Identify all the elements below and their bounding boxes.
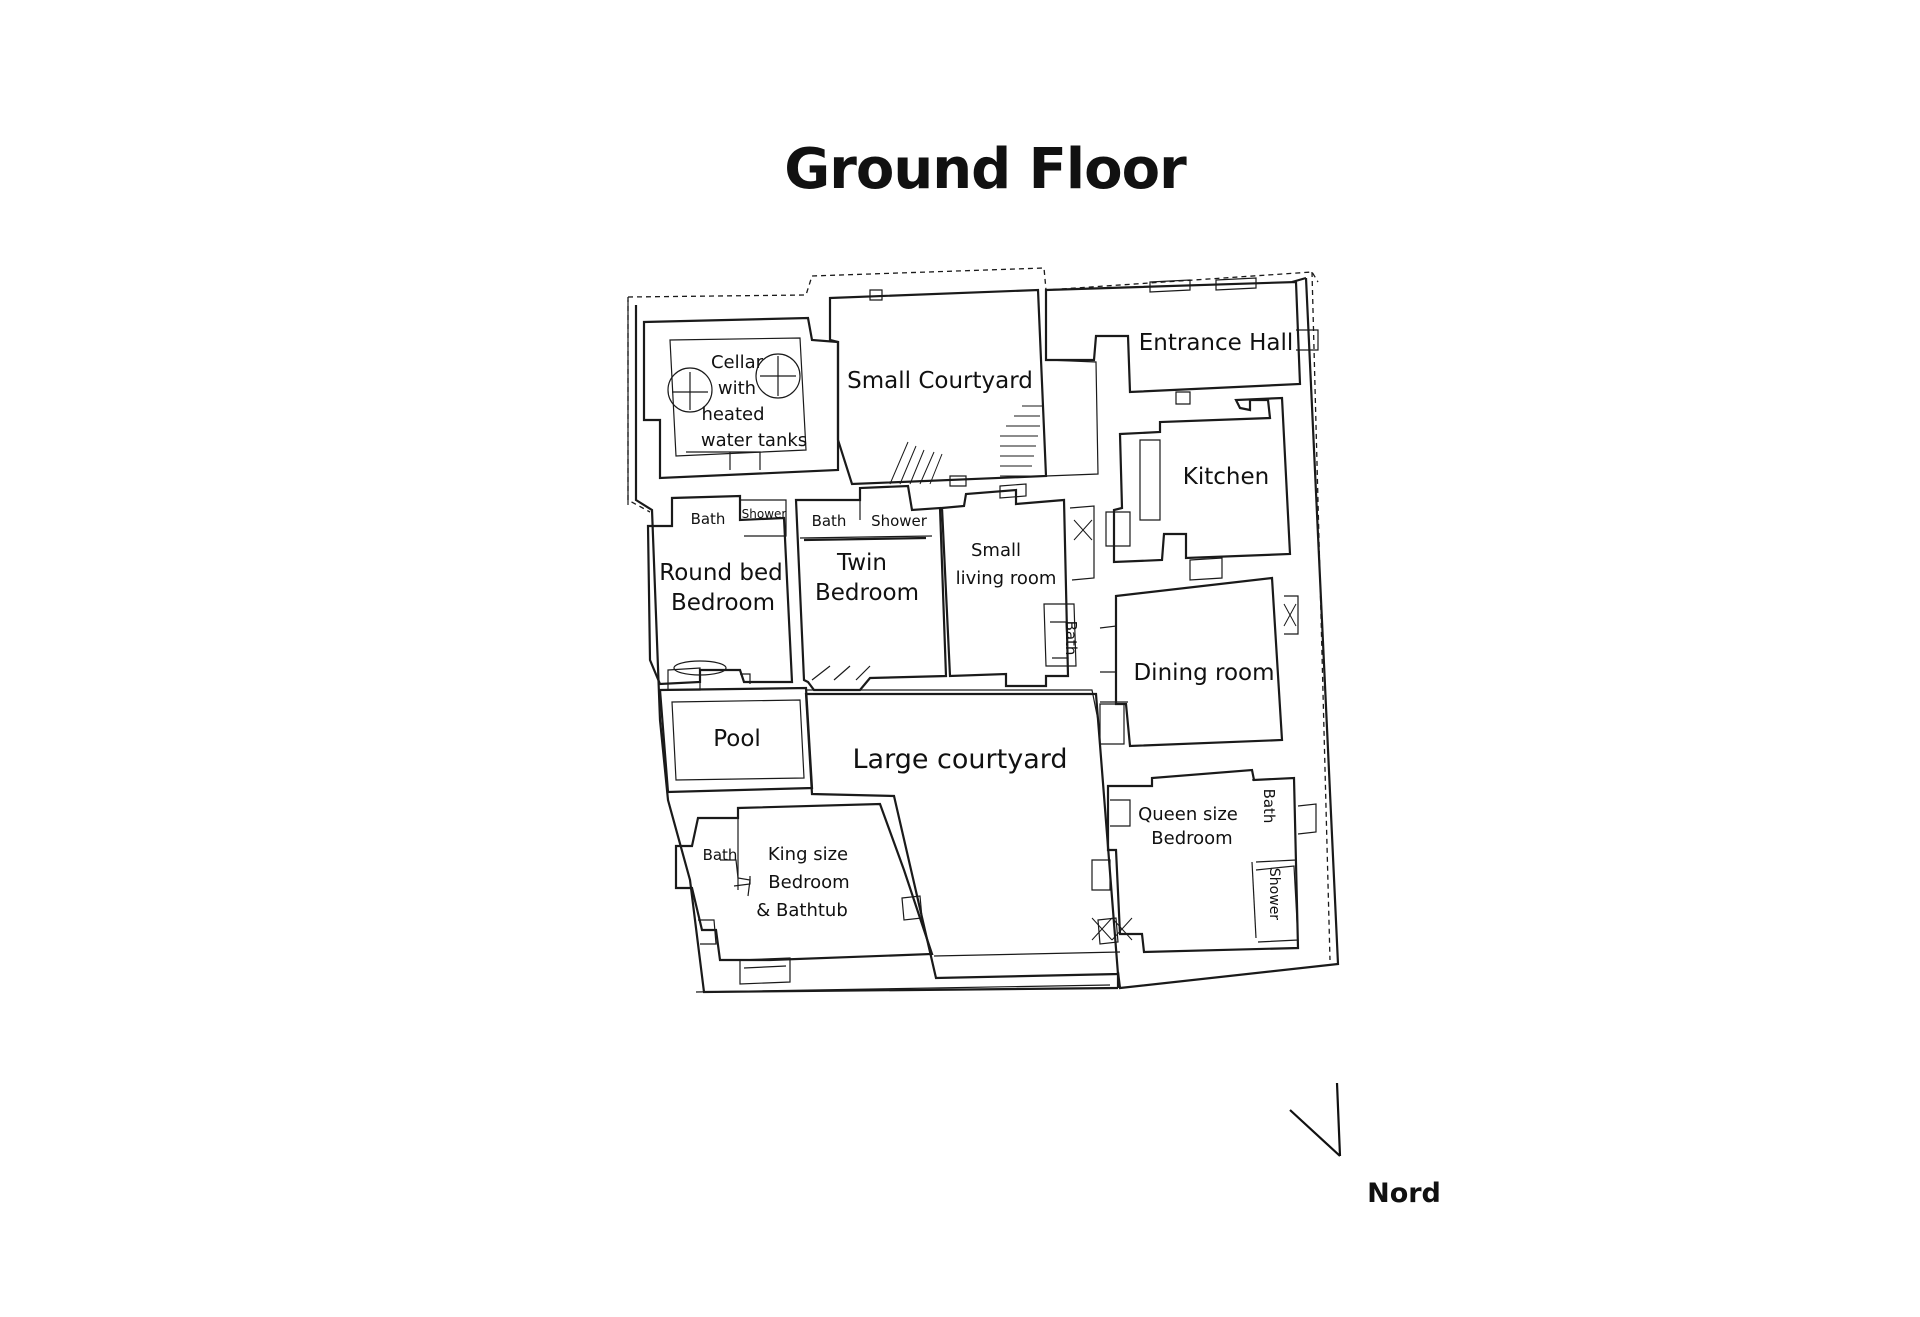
- room-twin-bedroom: [794, 484, 948, 692]
- svg-text:heated: heated: [701, 404, 764, 425]
- room-cellar: [642, 316, 840, 480]
- room-entrance-hall: [1044, 277, 1319, 405]
- shower-twin-label: Shower: [871, 512, 928, 530]
- cellar-label: Cellar with heated water tanks: [701, 352, 807, 451]
- dining-room-label: Dining room: [1133, 660, 1274, 686]
- room-small-living-room: [940, 483, 1095, 688]
- small-courtyard-label: Small Courtyard: [847, 368, 1033, 394]
- bath-living-label: Bath: [1062, 621, 1080, 656]
- svg-text:Queen size: Queen size: [1138, 804, 1238, 825]
- room-kitchen: [1105, 396, 1292, 581]
- north-label: Nord: [1367, 1178, 1441, 1209]
- large-courtyard-label: Large courtyard: [853, 744, 1068, 775]
- svg-text:Bedroom: Bedroom: [671, 590, 775, 616]
- bath-queen-label: Bath: [1260, 789, 1278, 824]
- shower-queen-label: Shower: [1266, 868, 1282, 920]
- svg-text:living room: living room: [956, 568, 1057, 589]
- kitchen-label: Kitchen: [1183, 464, 1269, 490]
- twin-bedroom-label: Twin Bedroom: [815, 550, 919, 606]
- entrance-hall-label: Entrance Hall: [1139, 330, 1294, 356]
- bath-round-label: Bath: [691, 510, 726, 528]
- page-title: Ground Floor: [784, 137, 1186, 202]
- north-arrow-icon: [1289, 1082, 1342, 1157]
- king-bedroom-label: King size Bedroom & Bathtub: [756, 844, 849, 921]
- svg-text:King size: King size: [768, 844, 848, 865]
- pool-label: Pool: [713, 726, 761, 752]
- svg-text:Bedroom: Bedroom: [1151, 828, 1232, 849]
- svg-text:with: with: [718, 378, 756, 399]
- svg-text:Twin: Twin: [836, 550, 887, 576]
- svg-text:Bedroom: Bedroom: [815, 580, 919, 606]
- outer-walls: [627, 276, 1340, 994]
- svg-text:water tanks: water tanks: [701, 430, 807, 451]
- queen-bedroom-label: Queen size Bedroom: [1138, 804, 1238, 849]
- svg-text:Bedroom: Bedroom: [768, 872, 849, 893]
- round-bed-bedroom-label: Round bed Bedroom: [659, 560, 782, 616]
- room-king-bedroom: [674, 802, 934, 985]
- small-living-room-label: Small living room: [956, 540, 1057, 589]
- room-large-courtyard: [804, 692, 1121, 980]
- svg-text:Small: Small: [971, 540, 1021, 561]
- svg-text:Cellar: Cellar: [711, 352, 764, 373]
- svg-text:& Bathtub: & Bathtub: [756, 900, 848, 921]
- bath-twin-label: Bath: [812, 512, 847, 530]
- shower-round-label: Shower: [742, 507, 787, 521]
- room-queen-bedroom: [1106, 768, 1317, 954]
- room-dining-room: [1099, 576, 1299, 748]
- svg-text:Round bed: Round bed: [659, 560, 782, 586]
- bath-king-label: Bath: [703, 846, 738, 864]
